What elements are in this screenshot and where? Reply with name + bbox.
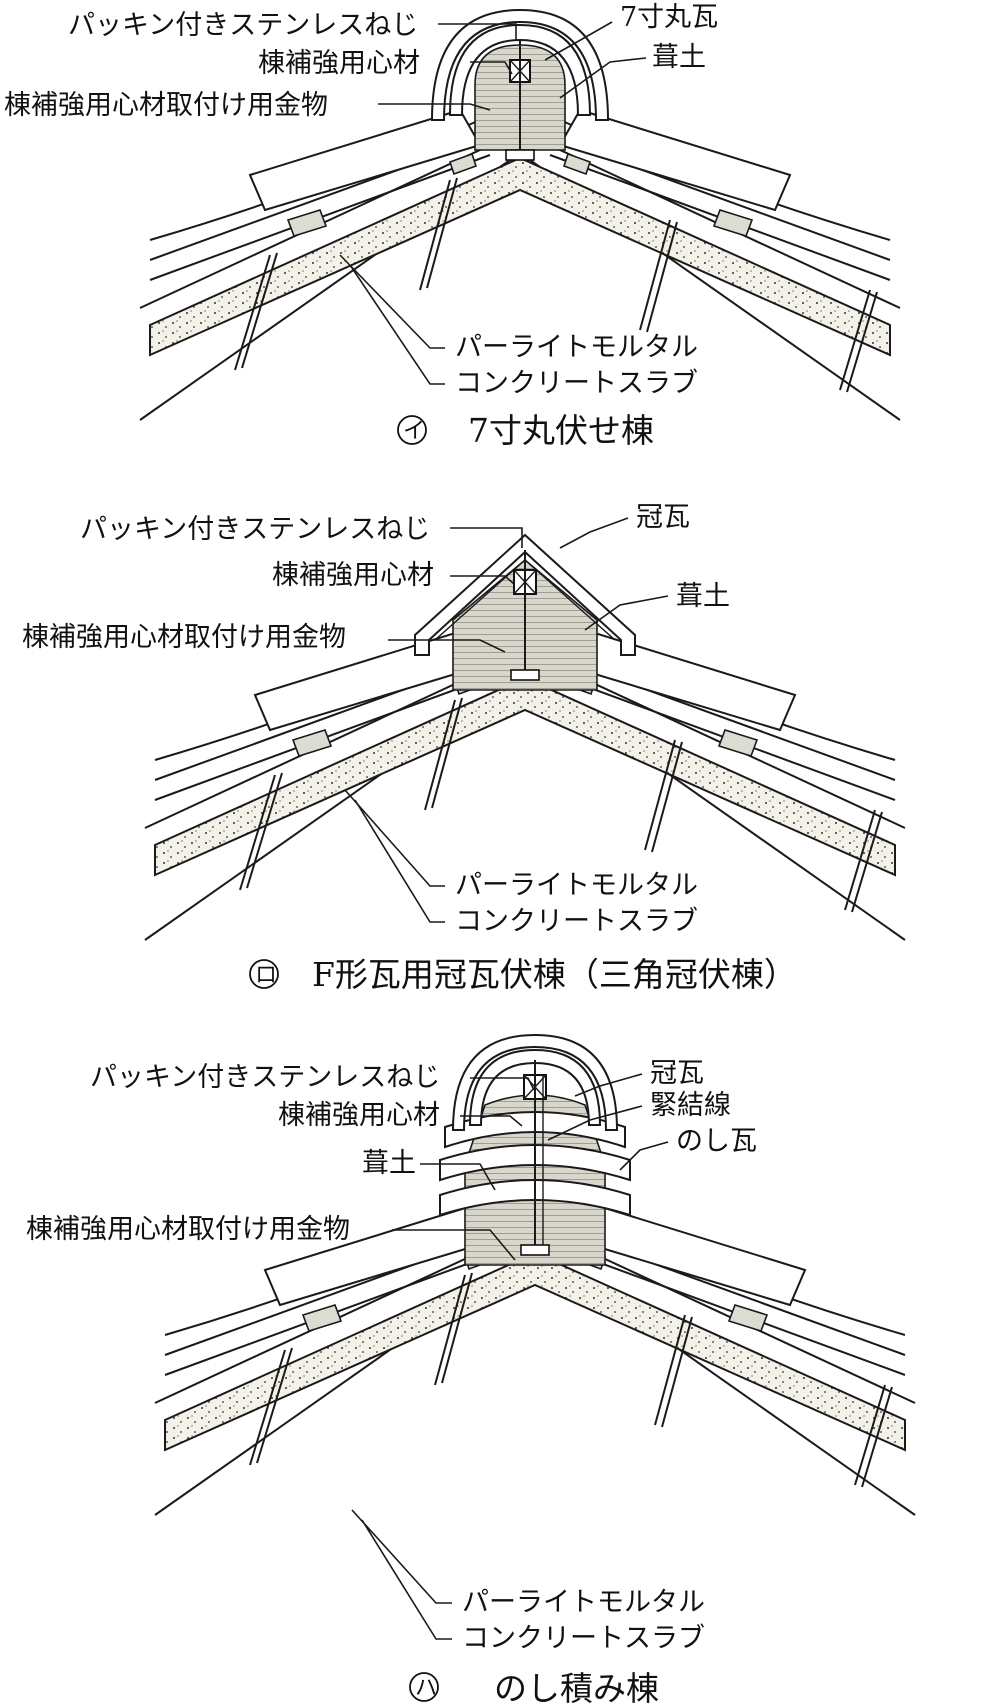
label-ridge-tile-1: 7寸丸瓦 [620,2,718,33]
round-ridge-tile-1 [448,23,592,116]
diagram-2 [144,533,906,941]
caption-1: 7寸丸伏せ棟 [468,411,654,450]
label-slab-1: コンクリートスラブ [455,368,698,399]
label-wire-3: 緊結線 [650,1090,731,1121]
caption-marker-1: イ [403,419,425,444]
label-screw-3: パッキン付きステンレスねじ [90,1062,440,1093]
caption-marker-3: ハ [415,1676,437,1701]
caption-marker-circle-2 [249,959,279,989]
label-screw-2: パッキン付きステンレスねじ [80,514,430,545]
label-noshi-3: のし瓦 [676,1126,757,1157]
label-earth-3: 葺土 [362,1148,416,1179]
triangle-crown-tile-2 [414,533,636,656]
caption-marker-2: ロ [255,963,277,988]
label-core-1: 棟補強用心材 [258,48,420,79]
crown-tile-outer-3 [451,1033,619,1131]
caption-marker-circle-1 [397,415,427,445]
bracket-3 [520,1244,550,1256]
caption-marker-circle-3 [409,1672,439,1702]
caption-2: F形瓦用冠瓦伏棟（三角冠伏棟） [312,955,797,994]
label-bracket-1: 棟補強用心材取付け用金物 [4,90,328,121]
label-screw-1: パッキン付きステンレスねじ [68,10,418,41]
crown-tile-3 [468,1048,602,1126]
bracket-1 [505,149,535,161]
label-ridge-tile-2: 冠瓦 [636,502,690,533]
label-mortar-1: パーライトモルタル [455,332,698,363]
diagram-1 [139,8,901,421]
bracket-2 [510,669,540,681]
label-earth-2: 葺土 [676,581,730,612]
label-mortar-2: パーライトモルタル [455,870,698,901]
label-core-3: 棟補強用心材 [278,1100,440,1131]
label-earth-1: 葺土 [652,42,706,73]
label-bracket-3: 棟補強用心材取付け用金物 [26,1214,350,1245]
label-slab-3: コンクリートスラブ [462,1623,705,1654]
diagram-3 [154,1033,916,1516]
round-ridge-tile-outer-1 [430,8,610,121]
label-ridge-tile-3: 冠瓦 [650,1058,704,1089]
label-bracket-2: 棟補強用心材取付け用金物 [22,622,346,653]
caption-3: のし積み棟 [494,1669,659,1706]
label-core-2: 棟補強用心材 [272,560,434,591]
label-mortar-3: パーライトモルタル [462,1587,705,1618]
label-slab-2: コンクリートスラブ [455,906,698,937]
